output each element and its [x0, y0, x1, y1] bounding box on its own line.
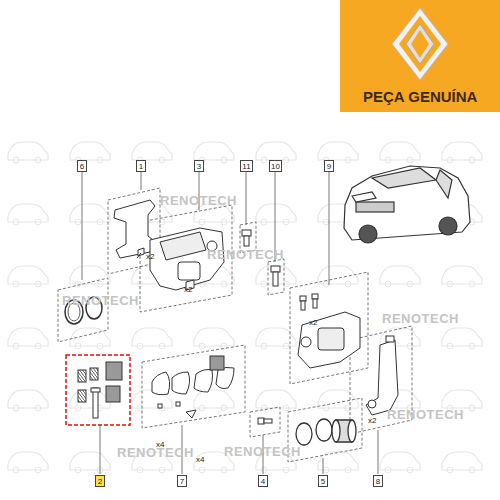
caliper-bracket: [114, 200, 155, 258]
callout-box: 10: [269, 160, 282, 172]
watermark: RENOTECH: [62, 293, 139, 308]
callout-number: 10: [271, 162, 280, 171]
bolts: [242, 230, 318, 310]
quantity-label: x4: [196, 455, 204, 464]
callout-number: 11: [242, 162, 250, 171]
renault-logo: [392, 8, 448, 80]
callout-number: 6: [80, 162, 84, 171]
callout-box: 1: [136, 160, 146, 172]
callout-number: 4: [261, 477, 265, 486]
callout-box: 8: [373, 475, 383, 487]
leader-lines: [82, 172, 378, 474]
watermark: RENOTECH: [117, 445, 194, 460]
callout-number: 8: [376, 477, 380, 486]
callout-box: 6: [77, 160, 87, 172]
brand-panel: [340, 0, 500, 112]
rear-bracket: [366, 336, 398, 415]
watermark: RENOTECH: [207, 247, 284, 262]
callout-box: 2: [95, 475, 105, 487]
brake-pads: [152, 356, 234, 418]
watermark: RENOTECH: [224, 444, 301, 459]
quantity-label: x2: [368, 416, 376, 425]
callout-number: 9: [327, 162, 331, 171]
callout-box: 3: [194, 160, 204, 172]
quantity-label: x2: [146, 252, 154, 261]
quantity-label: x2: [309, 318, 317, 327]
guide-pin-kit: [78, 362, 122, 418]
rear-caliper: [298, 312, 360, 368]
brand-text: PEÇA GENUÍNA: [363, 88, 477, 105]
watermark: RENOTECH: [160, 193, 237, 208]
watermark: RENOTECH: [387, 407, 464, 422]
callout-number: 3: [197, 162, 201, 171]
piston-kit: [296, 419, 356, 445]
callout-number: 7: [180, 477, 184, 486]
callout-number: 1: [139, 162, 143, 171]
callout-box: 7: [177, 475, 187, 487]
highlight-box: [66, 355, 130, 425]
quantity-label: x2: [184, 285, 192, 294]
car-illustration: [344, 166, 470, 243]
callout-number: 2: [98, 477, 102, 486]
quantity-label: x4: [156, 440, 164, 449]
callout-box: 11: [240, 160, 253, 172]
callout-box: 4: [258, 475, 268, 487]
watermark: RENOTECH: [382, 311, 459, 326]
watermark-pattern: [0, 120, 500, 500]
callout-box: 9: [324, 160, 334, 172]
bleeder-screw: [258, 418, 272, 424]
callout-number: 5: [321, 477, 325, 486]
callout-box: 5: [318, 475, 328, 487]
